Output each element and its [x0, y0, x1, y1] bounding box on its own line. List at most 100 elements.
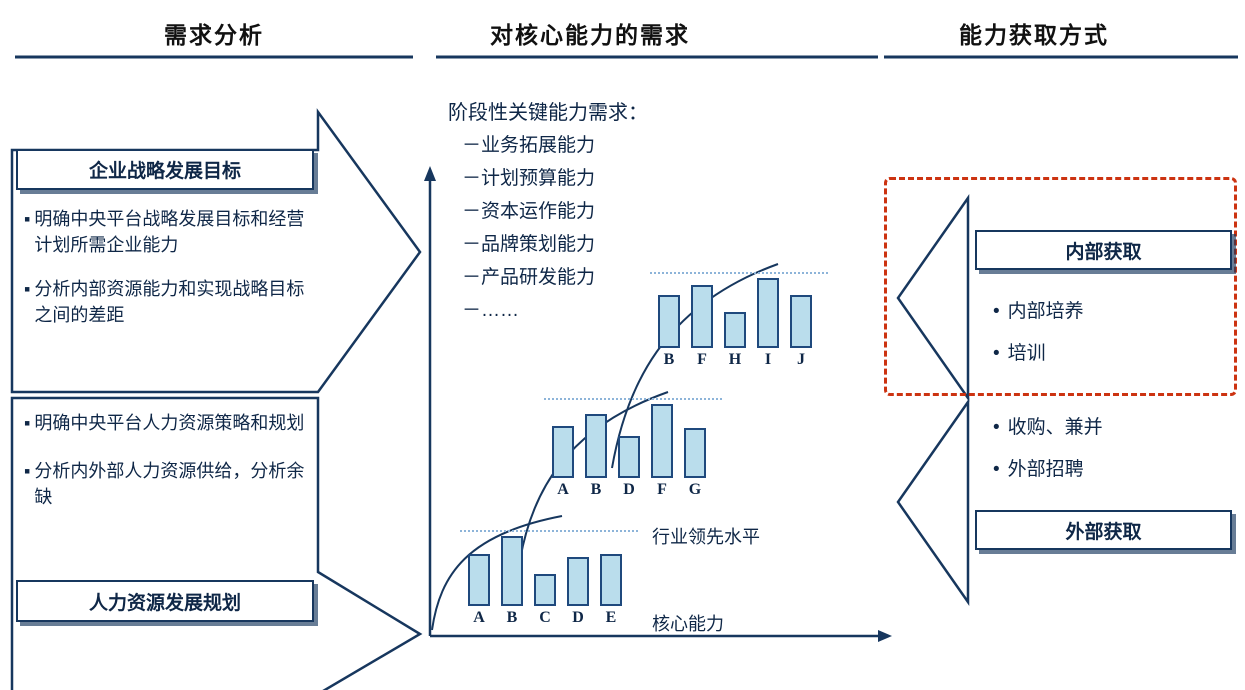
square-bullet-icon: ▪ — [24, 279, 31, 300]
bar-category-label: F — [697, 351, 707, 368]
dash-prefix: － — [462, 300, 482, 321]
bar-column: G — [684, 428, 706, 498]
bar-category-label: B — [506, 609, 518, 626]
bar-column: F — [691, 285, 713, 368]
dash-prefix: － — [462, 267, 482, 288]
dot-bullet-icon: • — [993, 417, 1000, 438]
bar-column: I — [757, 278, 779, 368]
bar-category-label: I — [764, 351, 772, 368]
bar-column: H — [724, 312, 746, 368]
y-axis-arrowhead-icon — [424, 166, 436, 181]
bar-category-label: G — [688, 481, 702, 498]
capability-item: －业务拓展能力 — [462, 130, 595, 157]
header-capability-acquisition: 能力获取方式 — [959, 22, 1109, 48]
bar-category-label: A — [557, 481, 569, 498]
square-bullet-icon: ▪ — [24, 209, 31, 229]
bullet-text: 分析内部资源能力和实现战略目标之间的差距 — [34, 279, 305, 326]
bar — [684, 428, 706, 478]
dash-prefix: － — [462, 201, 482, 222]
external-chevron-shape — [896, 398, 970, 606]
bar-category-label: B — [663, 351, 675, 368]
bar-column: B — [658, 295, 680, 368]
capability-item: －计划预算能力 — [462, 163, 595, 190]
strategy-bullet-list: ▪ 明确中央平台战略发展目标和经营计划所需企业能力 ▪ 分析内部资源能力和实现战… — [24, 206, 310, 328]
bar-category-label: J — [797, 351, 805, 368]
bullet-text: 培训 — [1007, 343, 1046, 364]
bar-column: D — [567, 557, 589, 626]
header-core-capability-demand: 对核心能力的需求 — [490, 22, 690, 48]
bar-column: J — [790, 295, 812, 368]
bar — [757, 278, 779, 348]
dash-prefix: － — [462, 168, 482, 189]
growth-curve-1 — [431, 515, 563, 631]
list-item: ▪ 明确中央平台人力资源策略和规划 — [24, 410, 310, 436]
internal-chevron-shape — [896, 194, 970, 402]
bar-category-label: E — [605, 609, 617, 626]
bar-category-label: D — [572, 609, 584, 626]
bar-column: A — [552, 426, 574, 498]
benchmark-dotted-line — [460, 530, 638, 532]
bullet-text: 收购、兼并 — [1007, 417, 1103, 438]
bullet-text: 内部培养 — [1007, 301, 1084, 322]
bar-column: D — [618, 436, 640, 498]
dot-bullet-icon: • — [993, 301, 1000, 322]
list-item: ▪ 分析内部资源能力和实现战略目标之间的差距 — [24, 276, 310, 328]
internal-acquisition-highlight-frame — [884, 177, 1237, 396]
square-bullet-icon: ▪ — [24, 461, 31, 482]
hr-plan-box: 人力资源发展规划 — [16, 580, 314, 622]
bar — [567, 557, 589, 606]
stage-capability-list-title: 阶段性关键能力需求： — [448, 102, 648, 124]
bar — [691, 285, 713, 348]
bullet-text: 分析内外部人力资源供给，分析余缺 — [34, 461, 305, 508]
capability-item: －品牌策划能力 — [462, 229, 595, 256]
list-item: • 内部培养 — [993, 296, 1084, 323]
capability-item: －资本运作能力 — [462, 196, 595, 223]
list-item: ▪ 明确中央平台战略发展目标和经营计划所需企业能力 — [24, 206, 310, 258]
list-item: • 外部招聘 — [993, 454, 1084, 481]
bar-category-label: B — [590, 481, 602, 498]
benchmark-dotted-line — [650, 272, 828, 274]
internal-acquisition-box: 内部获取 — [975, 230, 1232, 270]
bar — [724, 312, 746, 348]
x-axis-label: 核心能力 — [652, 614, 724, 634]
bar — [658, 295, 680, 348]
dot-bullet-icon: • — [993, 459, 1000, 480]
bullet-text: 外部招聘 — [1007, 459, 1084, 480]
bar-column: A — [468, 554, 490, 626]
bar-column: E — [600, 554, 622, 626]
bar-column: B — [501, 536, 523, 626]
benchmark-label: 行业领先水平 — [652, 527, 760, 547]
capability-item-text: …… — [481, 300, 520, 321]
bar — [468, 554, 490, 606]
bar — [600, 554, 622, 606]
bar — [501, 536, 523, 606]
bar-category-label: D — [623, 481, 635, 498]
capability-item-text: 资本运作能力 — [481, 201, 596, 222]
capability-item-text: 产品研发能力 — [481, 267, 596, 288]
bar-category-label: F — [657, 481, 667, 498]
bar-column: F — [651, 404, 673, 498]
bar — [651, 404, 673, 478]
capability-item: －产品研发能力 — [462, 262, 595, 289]
dot-bullet-icon: • — [993, 343, 1000, 364]
hr-bullet-list: ▪ 明确中央平台人力资源策略和规划 ▪ 分析内外部人力资源供给，分析余缺 — [24, 410, 310, 510]
capability-item-text: 品牌策划能力 — [481, 234, 596, 255]
bar — [790, 295, 812, 348]
bar — [585, 414, 607, 478]
bar — [534, 574, 556, 606]
bar-category-label: H — [728, 351, 742, 368]
square-bullet-icon: ▪ — [24, 413, 31, 433]
bar — [552, 426, 574, 478]
capability-item-text: 业务拓展能力 — [481, 135, 596, 156]
dash-prefix: － — [462, 234, 482, 255]
bar — [618, 436, 640, 478]
bar-category-label: A — [473, 609, 485, 626]
bar-column: C — [534, 574, 556, 626]
bullet-text: 明确中央平台人力资源策略和规划 — [34, 413, 305, 433]
bar-column: B — [585, 414, 607, 498]
bullet-text: 明确中央平台战略发展目标和经营计划所需企业能力 — [34, 209, 305, 256]
